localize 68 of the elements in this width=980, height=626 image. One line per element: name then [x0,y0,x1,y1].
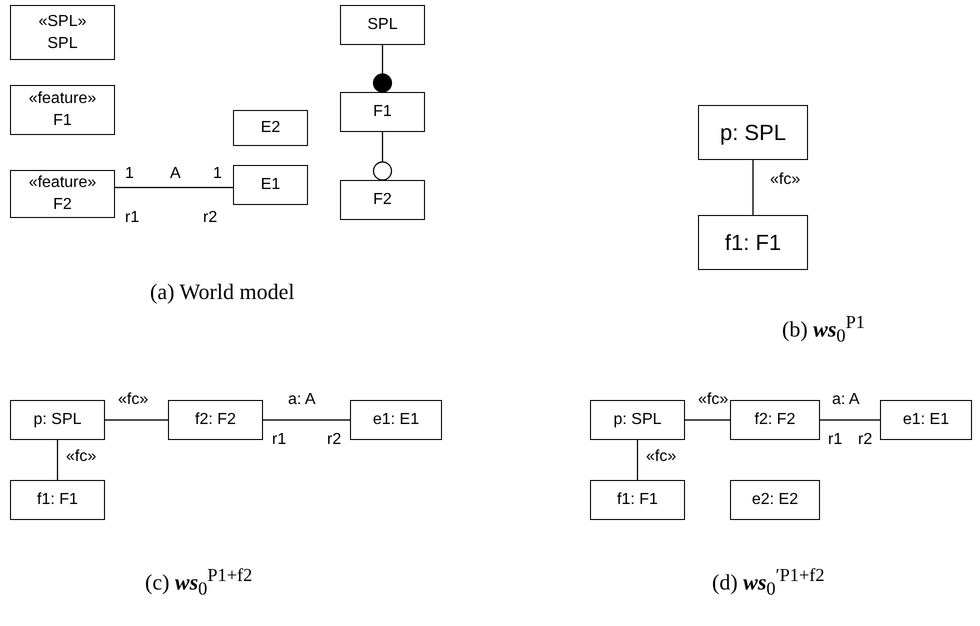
uml-class-box [10,85,115,135]
class-name: e1: E1 [902,410,950,430]
class-name: p: SPL [33,410,82,430]
uml-class-box [168,400,263,440]
edge-label: «fc» [646,447,676,467]
class-name: f2: F2 [754,410,796,430]
uml-class-box [10,480,105,520]
class-name: e2: E2 [752,490,798,510]
class-name: SPL [47,34,78,54]
association-line [820,419,880,421]
association-line [685,419,730,421]
uml-class-box [730,400,820,440]
edge-label: «fc» [66,447,96,467]
uml-class-box [880,400,972,440]
uml-class-box [590,480,685,520]
role-label: r2 [327,430,342,450]
multiplicity-label: 1 [125,164,134,184]
edge-label: «fc» [770,170,800,190]
stereotype-label: «feature» [28,173,96,193]
class-name: p: SPL [720,118,786,146]
stereotype-label: «feature» [28,89,96,109]
class-name: f1: F1 [37,490,78,510]
role-label: r1 [125,208,140,228]
association-line [105,419,168,421]
class-name: p: SPL [613,410,662,430]
uml-class-box [10,170,115,218]
uml-class-box [590,400,685,440]
class-name: f1: F1 [617,490,658,510]
edge-label: «fc» [118,390,148,410]
edge-label: a: A [832,390,860,410]
uml-class-box [233,110,308,146]
class-name: f1: F1 [724,228,782,256]
uml-class-box [340,180,425,220]
stereotype-label: «SPL» [38,12,87,32]
composition-line [372,132,392,181]
edge-label: A [170,164,181,184]
figure-caption: (a) World model [150,282,294,302]
role-label: r2 [203,208,218,228]
uml-class-box [350,400,442,440]
uml-class-box [698,105,808,160]
edge-label: «fc» [698,390,728,410]
edge-label: a: A [288,390,316,410]
role-label: r2 [858,430,872,450]
class-name: F2 [373,190,392,210]
association-line [752,160,754,215]
multiplicity-label: 1 [213,164,222,184]
association-line [115,186,233,188]
uml-class-box [340,92,425,132]
uml-class-box [340,5,425,45]
association-line [56,440,58,480]
class-name: E2 [260,118,280,138]
association-line [636,440,638,480]
class-name: e1: E1 [372,410,420,430]
class-name: E1 [260,175,280,195]
role-label: r1 [828,430,842,450]
class-name: F2 [53,195,72,215]
uml-class-box [10,5,115,60]
uml-class-box [233,165,308,205]
role-label: r1 [272,430,286,450]
class-name: F1 [373,102,392,122]
uml-class-box [730,480,820,520]
composition-line [372,45,392,93]
class-name: SPL [367,15,398,35]
uml-class-box [698,215,808,270]
class-name: F1 [53,111,72,131]
association-line [263,419,350,421]
uml-class-box [10,400,105,440]
class-name: f2: F2 [195,410,236,430]
